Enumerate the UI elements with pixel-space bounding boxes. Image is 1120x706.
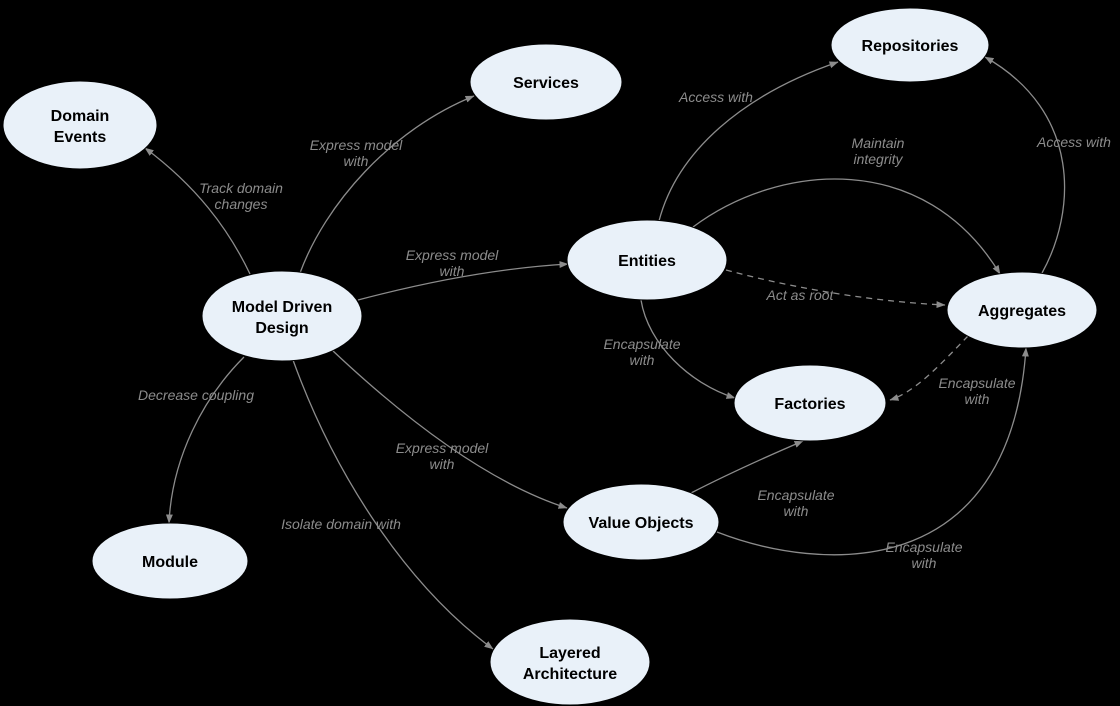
edge-entities-to-factories	[640, 299, 736, 399]
value-objects-label: Value Objects	[589, 515, 694, 532]
edge-model-driven-design-to-layered-architecture	[292, 359, 494, 650]
repositories-ellipse	[830, 7, 990, 83]
entities-ellipse	[566, 219, 728, 301]
module-ellipse	[91, 522, 249, 600]
edge-model-driven-design-to-value-objects	[331, 349, 568, 509]
node-value-objects: Value Objects	[562, 483, 720, 561]
factories-ellipse	[733, 364, 887, 442]
factories-label: Factories	[774, 396, 845, 413]
layered-architecture-ellipse	[489, 618, 651, 706]
edge-model-driven-design-to-domain-events	[144, 147, 251, 275]
domain-events-ellipse	[2, 80, 158, 170]
edge-entities-to-repositories	[658, 61, 839, 222]
edge-value-objects-to-factories	[690, 440, 804, 494]
node-repositories: Repositories	[830, 7, 990, 83]
module-label: Module	[142, 554, 198, 571]
edge-label-aggregates-to-repositories: Access with	[1036, 134, 1111, 150]
aggregates-ellipse	[946, 271, 1098, 349]
services-label: Services	[513, 75, 579, 92]
edge-label-entities-to-aggregates: Act as root	[766, 287, 835, 303]
edge-label-model-driven-design-to-module: Decrease coupling	[138, 387, 254, 403]
repositories-label: Repositories	[862, 38, 959, 55]
model-driven-design-ellipse	[201, 270, 363, 362]
value-objects-ellipse	[562, 483, 720, 561]
node-entities: Entities	[566, 219, 728, 301]
entities-label: Entities	[618, 253, 676, 270]
edge-entities-to-aggregates	[692, 178, 1001, 275]
node-factories: Factories	[733, 364, 887, 442]
edge-model-driven-design-to-entities	[357, 261, 569, 301]
edge-model-driven-design-to-services	[299, 95, 475, 274]
edge-value-objects-to-aggregates	[716, 347, 1029, 556]
edge-label-entities-to-repositories: Access with	[678, 89, 753, 105]
aggregates-label: Aggregates	[978, 303, 1066, 320]
node-services: Services	[469, 43, 623, 121]
edge-aggregates-to-repositories	[984, 56, 1066, 274]
edge-model-driven-design-to-module	[165, 356, 245, 524]
services-ellipse	[469, 43, 623, 121]
edge-entities-to-aggregates	[725, 269, 946, 309]
node-aggregates: Aggregates	[946, 271, 1098, 349]
node-module: Module	[91, 522, 249, 600]
edge-aggregates-to-factories	[889, 335, 969, 401]
edge-label-model-driven-design-to-layered-architecture: Isolate domain with	[281, 516, 401, 532]
